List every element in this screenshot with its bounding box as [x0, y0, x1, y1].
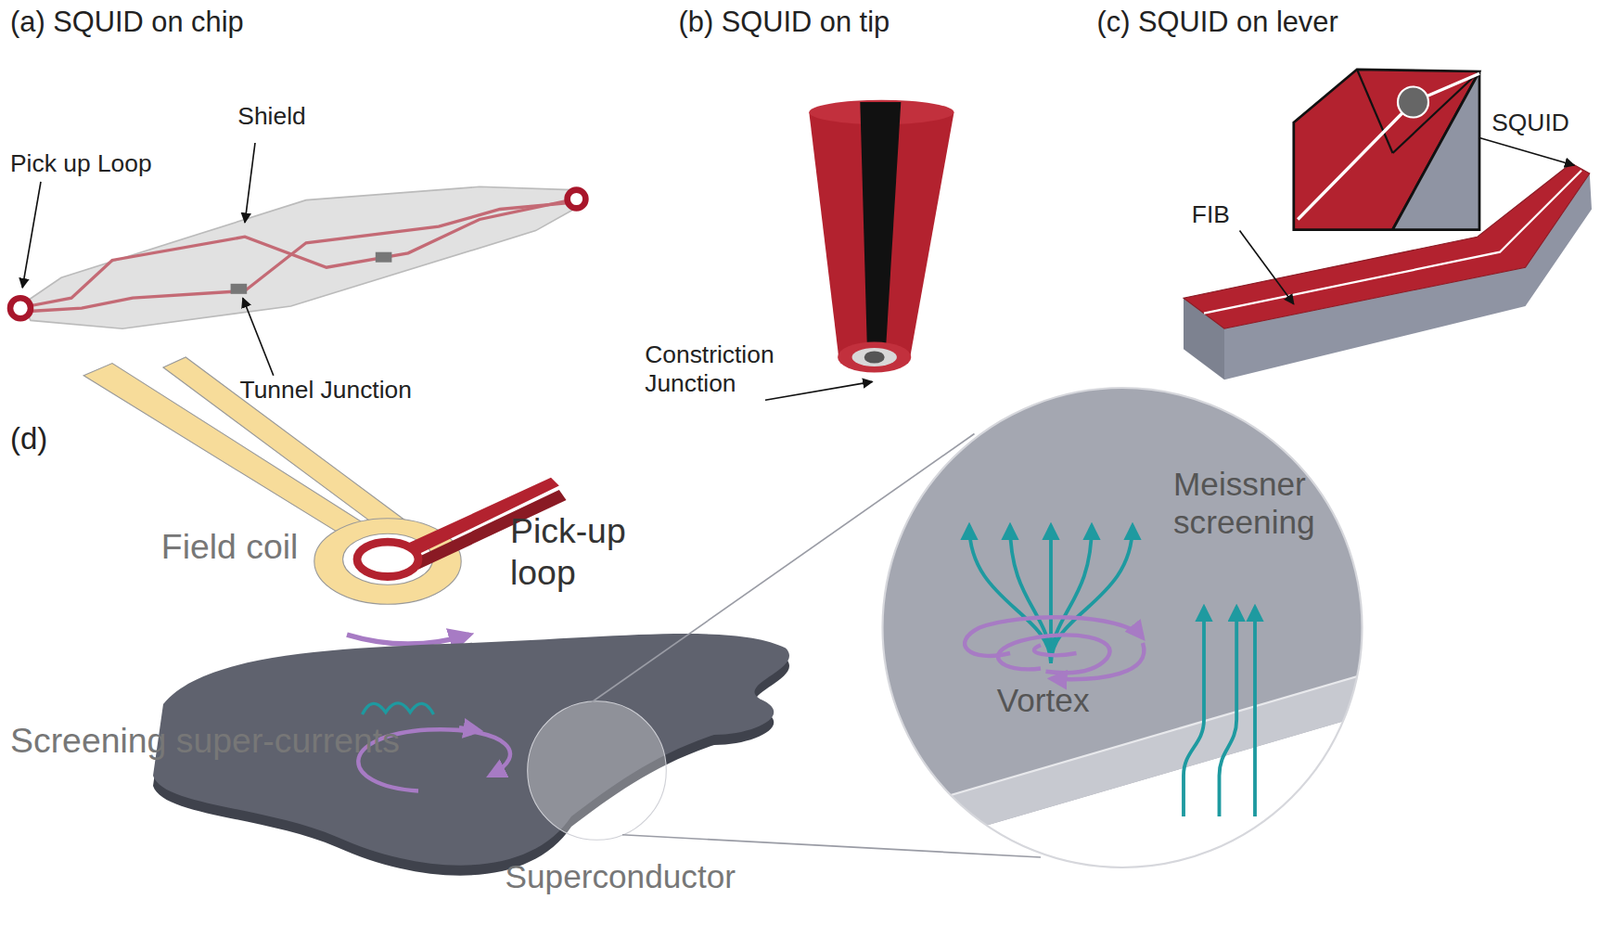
squid-chip-part [28, 203, 567, 312]
squid-chip-part [22, 186, 587, 329]
pick-up-loop-part [357, 541, 419, 576]
squid-chip-part [28, 201, 567, 307]
part-label: Superconductor [505, 857, 812, 896]
panel-title: (b) SQUID on tip [678, 5, 1006, 40]
magnified-view-part [622, 834, 1041, 858]
current-arrow [346, 634, 470, 644]
magnified-view-part [877, 383, 1368, 879]
squid-tip-part [837, 342, 911, 373]
magnified-view-part [883, 387, 1363, 868]
superconductor-plate-part [527, 701, 667, 841]
magnified-view-part-part [1183, 607, 1204, 818]
magnified-view-part-part [1219, 607, 1238, 818]
squid-chip-part [567, 190, 587, 209]
squid-chip-part [243, 297, 274, 376]
squid-lever-part [1479, 138, 1575, 167]
panel-title: (a) SQUID on chip [10, 5, 337, 40]
part-label: Shield [237, 102, 350, 132]
superconductor-plate-part [362, 703, 435, 715]
squid-lever-part [1240, 230, 1294, 305]
panel-title: (c) SQUID on lever [1097, 5, 1445, 40]
squid-tip-part [864, 350, 885, 363]
magnified-view-part-part [1050, 642, 1144, 679]
part-label: Tunnel Junction [240, 375, 475, 406]
squid-chip-part [10, 297, 31, 319]
squid-chip [10, 142, 588, 376]
magnified-view-part-part [877, 673, 1368, 858]
squid-lever-part [1393, 71, 1481, 231]
part-label: SQUID [1491, 108, 1600, 139]
squid-lever-part [1397, 87, 1429, 118]
squid-lever-part [1293, 69, 1480, 231]
part-label: Pick up Loop [10, 149, 235, 180]
magnified-view-part [969, 525, 1255, 818]
squid-chip-part [230, 283, 248, 295]
magnified-view-part-part [998, 634, 1110, 673]
squid-lever-part [1393, 71, 1481, 154]
magnified-view-part-part [1253, 607, 1257, 818]
superconductor-plate-part [459, 727, 480, 730]
magnified-view [591, 383, 1368, 879]
part-label: Vortex [997, 680, 1130, 720]
squid-tip-part [859, 102, 901, 353]
magnified-view-part [964, 616, 1144, 679]
magnified-view-part-part [964, 616, 1143, 656]
squid-chip-part [375, 252, 393, 263]
part-label: Constriction Junction [644, 339, 814, 398]
squid-lever-part [1297, 73, 1480, 219]
part-label: FIB [1191, 200, 1264, 231]
part-label: Pick-up loop [510, 510, 643, 594]
squid-tip-part [765, 381, 873, 400]
part-label: Meissner screening [1173, 464, 1347, 543]
squid-chip-part [22, 181, 41, 288]
magnified-view-part-part [1034, 644, 1077, 655]
panel-title: (d) [10, 420, 82, 458]
squid-tip-part [852, 347, 897, 367]
part-label: Screening super-currents [10, 719, 460, 762]
squid-tip [765, 100, 955, 400]
squid-chip-part [244, 142, 256, 223]
magnified-view-part-part [1050, 525, 1133, 665]
part-label: Field coil [161, 525, 386, 568]
